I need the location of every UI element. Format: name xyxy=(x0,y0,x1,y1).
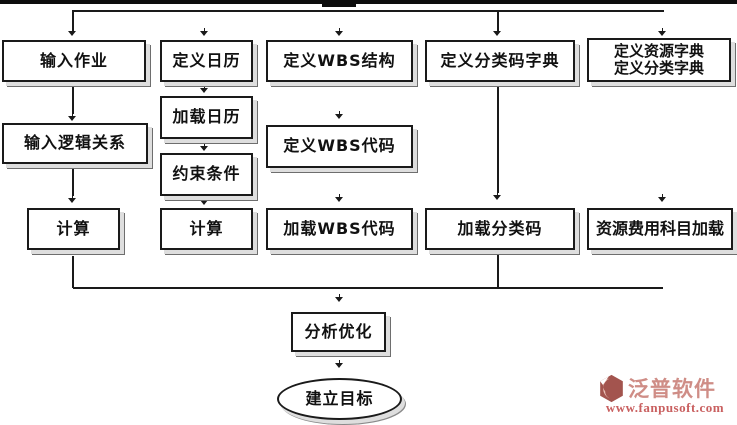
node-label: 计算 xyxy=(56,218,91,238)
flow-node-define-wbs-code: 定义WBS代码 xyxy=(266,125,413,168)
node-label: 定义WBS代码 xyxy=(283,136,396,156)
flow-node-analyze-optimize: 分析优化 xyxy=(291,312,386,352)
flow-node-load-calendar: 加载日历 xyxy=(160,96,253,139)
arrow-down-icon xyxy=(335,111,344,119)
flow-node-define-resource-dict: 定义资源字典 定义分类字典 xyxy=(587,38,731,82)
connector-line xyxy=(72,166,74,196)
connector-line xyxy=(497,84,499,193)
flow-node-input-job: 输入作业 xyxy=(2,40,146,82)
arrow-down-icon xyxy=(335,294,344,302)
flow-node-load-classcode: 加载分类码 xyxy=(425,208,575,250)
vendor-logo[interactable]: 泛普软件 www.fanpusoft.com xyxy=(597,373,733,415)
node-label: 加载WBS代码 xyxy=(283,218,396,238)
connector-top-bus xyxy=(73,10,664,12)
connector-drop-col1 xyxy=(72,10,74,32)
node-label: 定义分类码字典 xyxy=(440,50,560,70)
fanpu-logo-icon xyxy=(600,374,623,402)
flow-node-define-calendar: 定义日历 xyxy=(160,40,253,82)
flow-node-calculate-left: 计算 xyxy=(27,208,120,250)
arrow-down-icon xyxy=(658,194,667,202)
node-label-line2: 定义分类字典 xyxy=(613,59,704,77)
node-label: 加载日历 xyxy=(172,107,241,127)
flow-node-load-wbs-code: 加载WBS代码 xyxy=(266,208,413,250)
arrow-down-icon xyxy=(493,192,502,200)
flow-node-resource-cost-load: 资源费用科目加载 xyxy=(587,208,733,250)
arrow-down-icon xyxy=(335,28,344,36)
flow-node-calculate-mid: 计算 xyxy=(160,208,253,250)
node-label: 加载分类码 xyxy=(457,218,543,238)
connector-line xyxy=(72,256,74,288)
node-label-line1: 定义资源字典 xyxy=(613,41,704,60)
connector-line xyxy=(72,82,74,114)
arrow-down-icon xyxy=(335,194,344,202)
arrow-down-icon xyxy=(200,85,209,93)
node-label: 约束条件 xyxy=(172,164,241,184)
connector-line xyxy=(497,252,499,288)
arrow-down-icon xyxy=(335,360,344,368)
flow-node-build-target: 建立目标 xyxy=(277,378,402,420)
arrow-down-icon xyxy=(493,28,502,36)
node-label: 建立目标 xyxy=(305,388,374,408)
vendor-url[interactable]: www.fanpusoft.com xyxy=(605,400,725,415)
node-label: 计算 xyxy=(189,218,224,238)
connector-drop-col4 xyxy=(497,10,499,32)
connector-bottom-bus xyxy=(73,287,663,289)
node-label: 分析优化 xyxy=(304,321,373,341)
node-label: 定义日历 xyxy=(172,50,241,70)
flow-node-define-classcode-dict: 定义分类码字典 xyxy=(425,40,575,82)
node-label: 定义WBS结构 xyxy=(283,50,396,70)
arrow-down-icon xyxy=(200,143,209,151)
arrow-down-icon xyxy=(68,28,77,36)
arrow-down-icon xyxy=(200,197,209,205)
arrow-down-icon xyxy=(200,28,209,36)
arrow-down-icon xyxy=(68,113,77,121)
arrow-down-icon xyxy=(658,28,667,36)
node-label: 输入逻辑关系 xyxy=(23,133,126,153)
top-border-bar xyxy=(0,0,737,4)
top-border-tab xyxy=(322,0,356,7)
flow-node-input-logic: 输入逻辑关系 xyxy=(2,123,148,164)
node-label: 输入作业 xyxy=(39,50,108,70)
node-label: 资源费用科目加载 xyxy=(595,218,724,238)
flow-node-define-wbs-structure: 定义WBS结构 xyxy=(266,40,413,82)
vendor-name: 泛普软件 xyxy=(628,377,716,401)
flow-node-constraints: 约束条件 xyxy=(160,153,253,196)
arrow-down-icon xyxy=(68,195,77,203)
